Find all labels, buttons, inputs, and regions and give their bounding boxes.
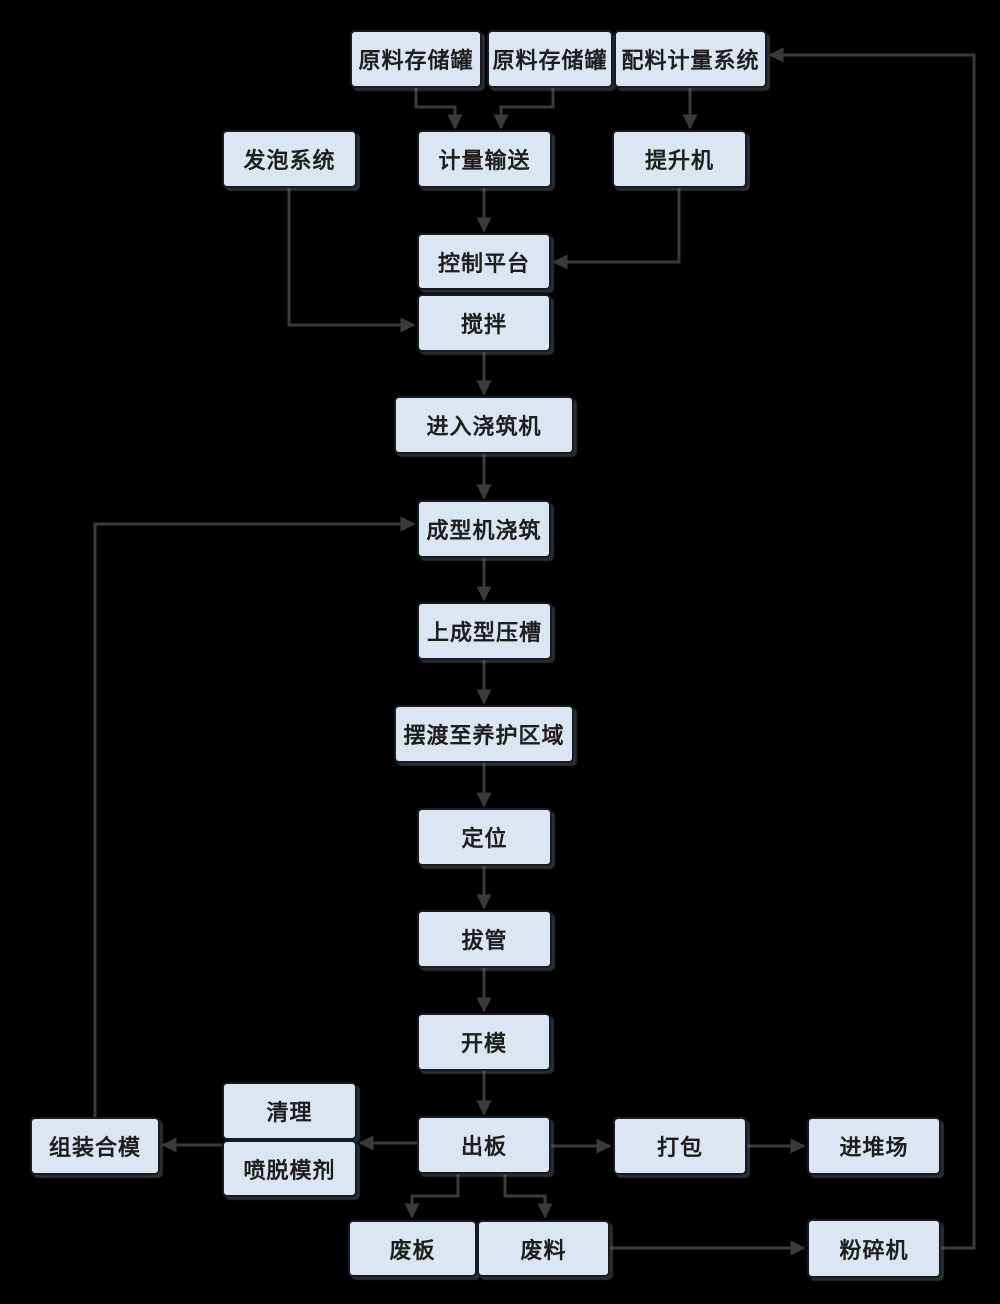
node-ferry-curing: 摆渡至养护区域 (394, 705, 574, 763)
node-label: 拔管 (461, 928, 508, 954)
node-label: 废料 (520, 1237, 567, 1264)
edge-foaming-system-to-mixing (287, 188, 416, 333)
node-label: 发泡系统 (243, 148, 336, 174)
node-label: 喷脱模剂 (243, 1157, 336, 1184)
node-label: 组装合模 (48, 1135, 141, 1161)
node-board-out: 出板 (417, 1116, 551, 1174)
node-label: 提升机 (644, 148, 714, 174)
node-control-platform: 控制平台 (417, 233, 551, 290)
node-stockyard: 进堆场 (807, 1117, 941, 1175)
node-positioning: 定位 (417, 808, 552, 866)
node-raw-tank-1: 原料存储罐 (350, 30, 482, 88)
node-packing: 打包 (613, 1117, 747, 1175)
node-label: 成型机浇筑 (426, 518, 542, 544)
node-forming-groove: 上成型压槽 (417, 602, 552, 660)
edge-board-out-to-waste-board (404, 1174, 460, 1219)
edge-raw-tank-1-to-metering-convey (414, 88, 463, 130)
edge-board-out-to-waste-material (503, 1174, 553, 1219)
node-raw-tank-2: 原料存储罐 (487, 30, 613, 88)
node-label: 计量输送 (438, 148, 531, 174)
node-label: 控制平台 (437, 250, 530, 277)
edge-hoist-to-control-platform (552, 188, 681, 270)
node-label: 搅拌 (460, 312, 507, 338)
node-label: 配料计量系统 (621, 48, 760, 74)
node-mixing: 搅拌 (417, 294, 551, 352)
edge-crusher-to-batching-system (768, 47, 976, 1250)
node-mold-opening: 开模 (417, 1013, 551, 1071)
node-label: 开模 (460, 1031, 507, 1057)
node-label: 摆渡至养护区域 (403, 723, 565, 749)
node-label: 进入浇筑机 (426, 414, 542, 440)
node-label: 定位 (461, 826, 508, 852)
node-label: 废板 (389, 1237, 436, 1264)
node-label: 进堆场 (839, 1135, 909, 1161)
node-forming-pouring: 成型机浇筑 (417, 500, 551, 558)
node-metering-convey: 计量输送 (417, 130, 552, 188)
node-hoist: 提升机 (612, 130, 747, 188)
node-label: 粉碎机 (839, 1237, 909, 1264)
edge-assembly-mold-to-forming-pouring (93, 516, 416, 1117)
node-enter-pouring: 进入浇筑机 (394, 396, 574, 454)
node-waste-board: 废板 (348, 1220, 477, 1277)
edge-raw-tank-2-to-metering-convey (493, 88, 555, 130)
node-foaming-system: 发泡系统 (222, 130, 357, 188)
node-label: 出板 (460, 1134, 507, 1160)
node-assembly-mold: 组装合模 (30, 1117, 160, 1175)
node-tube-pulling: 拔管 (417, 910, 552, 968)
node-label: 上成型压槽 (426, 620, 542, 646)
node-cleaning: 清理 (222, 1082, 357, 1140)
node-label: 原料存储罐 (358, 48, 474, 74)
node-batching-system: 配料计量系统 (614, 30, 767, 88)
node-waste-material: 废料 (477, 1220, 610, 1277)
node-label: 打包 (656, 1135, 703, 1161)
node-label: 清理 (266, 1100, 313, 1126)
node-spray-release: 喷脱模剂 (222, 1140, 357, 1197)
node-crusher: 粉碎机 (807, 1219, 941, 1278)
node-label: 原料存储罐 (492, 48, 608, 74)
